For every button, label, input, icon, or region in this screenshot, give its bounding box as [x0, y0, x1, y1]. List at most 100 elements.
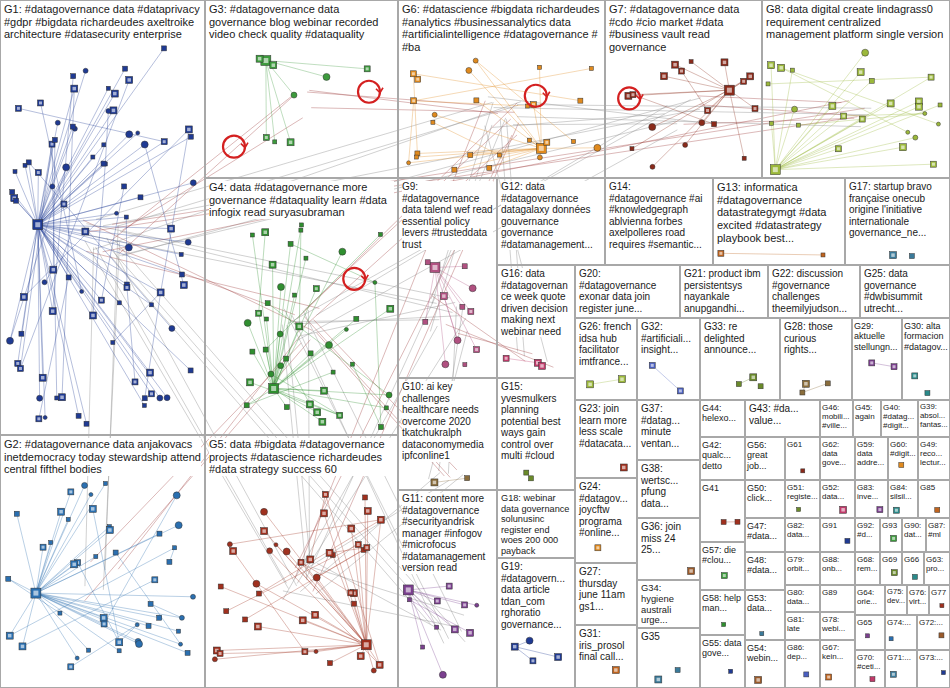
- vertex-dot: [41, 376, 45, 380]
- vertex-dot: [742, 80, 745, 83]
- vertex-dot: [19, 331, 24, 336]
- vertex-dot: [288, 241, 293, 246]
- network-edge: [771, 123, 775, 169]
- vertex-dot: [39, 101, 42, 104]
- group-box: G91: [820, 518, 855, 552]
- vertex-dot: [264, 317, 268, 321]
- vertex-dot: [35, 222, 40, 227]
- vertex-dot: [474, 347, 480, 353]
- network-edge: [434, 478, 467, 482]
- vertex-dot: [938, 103, 942, 107]
- network-edge: [38, 48, 164, 224]
- network-edge: [145, 292, 161, 398]
- group-label: G27: thursday june 11am gs1...: [579, 566, 633, 612]
- vertex-dot: [250, 349, 255, 354]
- network-edge: [38, 225, 152, 394]
- network-edge: [375, 282, 381, 427]
- vertex-dot: [712, 122, 717, 127]
- group-label: G66: [904, 555, 919, 564]
- vertex-dot: [614, 668, 618, 672]
- vertex-dot: [821, 253, 825, 257]
- vertex-dot: [263, 347, 268, 352]
- group-label: G33: re delighted announce...: [704, 321, 776, 356]
- vertex-dot: [313, 613, 317, 617]
- network-edge: [88, 235, 436, 303]
- group-box: G74:...: [885, 615, 917, 650]
- network-edge: [352, 364, 380, 427]
- vertex-dot: [66, 517, 70, 521]
- vertex-dot: [936, 122, 940, 126]
- vertex-dot: [135, 623, 139, 627]
- vertex-dot: [452, 167, 457, 172]
- vertex-dot: [111, 90, 118, 97]
- vertex-dot: [594, 144, 601, 151]
- vertex-dot: [689, 60, 693, 64]
- vertex-dot: [58, 508, 65, 515]
- network-edge: [768, 77, 931, 84]
- group-box: G63: pro...: [924, 552, 950, 585]
- group-box: G36: join miss 24 25...: [637, 518, 700, 580]
- vertex-dot: [941, 671, 945, 675]
- vertex-dot: [142, 403, 146, 407]
- group-box: G25: data governance #dwbisummit utrecht…: [860, 265, 950, 318]
- group-box: G65: [855, 615, 885, 650]
- vertex-dot: [801, 469, 805, 473]
- vertex-dot: [49, 308, 56, 315]
- vertex-dot: [299, 561, 302, 564]
- vertex-dot: [148, 391, 154, 397]
- network-edge: [333, 555, 366, 645]
- vertex-dot: [230, 548, 237, 555]
- vertex-dot: [271, 386, 276, 391]
- group-label: G91: [822, 521, 837, 530]
- vertex-dot: [906, 130, 910, 134]
- network-edge: [107, 238, 297, 586]
- vertex-dot: [328, 551, 332, 555]
- vertex-dot: [113, 92, 117, 96]
- network-edge: [36, 593, 181, 644]
- vertex-dot: [33, 220, 43, 230]
- network-edge: [93, 509, 120, 642]
- vertex-dot: [261, 528, 268, 535]
- network-edge: [145, 145, 184, 286]
- vertex-dot: [363, 495, 368, 500]
- network-edge: [408, 590, 455, 629]
- vertex-dot: [169, 227, 173, 231]
- group-box: G21: product ibm persistentsys nayankale…: [680, 265, 768, 318]
- vertex-dot: [101, 621, 107, 627]
- vertex-dot: [923, 112, 927, 116]
- network-edge: [540, 67, 542, 148]
- vertex-dot: [55, 396, 59, 400]
- group-box: G14: #datagovernance #ai #knowledgegraph…: [605, 178, 713, 265]
- vertex-dot: [136, 131, 140, 135]
- network-edge: [517, 105, 871, 109]
- vertex-dot: [20, 293, 27, 300]
- vertex-dot: [899, 144, 906, 151]
- vertex-dot: [323, 73, 330, 80]
- vertex-dot: [935, 507, 940, 512]
- group-box: G45: again: [853, 400, 881, 437]
- network-edge: [226, 545, 358, 612]
- vertex-dot: [768, 62, 775, 69]
- vertex-dot: [723, 574, 726, 577]
- vertex-dot: [699, 120, 705, 126]
- vertex-dot: [302, 649, 308, 655]
- network-edge: [652, 90, 729, 127]
- group-box: G69: [880, 552, 902, 585]
- vertex-dot: [69, 665, 72, 668]
- vertex-dot: [50, 184, 55, 189]
- group-label: G80: data...: [787, 588, 818, 606]
- vertex-dot: [125, 244, 132, 251]
- group-label: G43: #da... value...: [749, 403, 816, 426]
- vertex-dot: [376, 661, 383, 668]
- network-edge: [116, 553, 181, 645]
- group-box: G67: kein...: [820, 640, 855, 688]
- vertex-dot: [124, 215, 128, 219]
- vertex-dot: [148, 371, 152, 375]
- vertex-dot: [127, 78, 131, 82]
- network-edge: [38, 145, 104, 225]
- vertex-dot: [71, 561, 78, 568]
- vertex-dot: [588, 383, 592, 387]
- vertex-dot: [657, 678, 661, 682]
- vertex-dot: [842, 115, 845, 118]
- vertex-dot: [431, 120, 435, 124]
